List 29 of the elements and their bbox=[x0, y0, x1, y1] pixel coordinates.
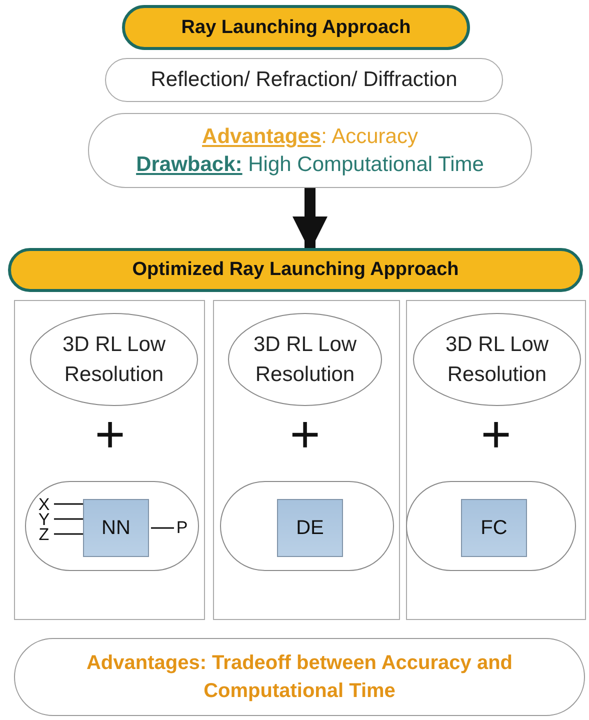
method-oval: 3D RL Low Resolution bbox=[228, 313, 382, 406]
axis-letter: X bbox=[36, 495, 52, 513]
model-box: DE bbox=[277, 499, 343, 557]
text-pill: Reflection/ Refraction/ Diffraction bbox=[105, 58, 503, 102]
column-panel bbox=[213, 300, 400, 620]
plus-sign: + bbox=[290, 409, 320, 461]
connector-line bbox=[54, 503, 83, 505]
capsule-frame bbox=[406, 481, 576, 571]
plus-sign: + bbox=[94, 409, 126, 461]
pill-text-line: Drawback: High Computational Time bbox=[136, 152, 484, 178]
capsule-frame bbox=[25, 481, 199, 571]
plus-sign: + bbox=[480, 409, 512, 461]
capsule-frame bbox=[220, 481, 394, 571]
column-panel bbox=[14, 300, 205, 620]
axis-letter: Z bbox=[36, 525, 52, 543]
method-oval: 3D RL Low Resolution bbox=[413, 313, 581, 406]
connector-line bbox=[54, 533, 83, 535]
summary-pill: Advantages: Tradeoff between Accuracy and Computational Time bbox=[14, 638, 585, 716]
method-oval: 3D RL Low Resolution bbox=[30, 313, 198, 406]
axis-letter: P bbox=[174, 518, 190, 536]
column-panel bbox=[406, 300, 586, 620]
title-banner: Ray Launching Approach bbox=[122, 5, 470, 50]
title-banner: Optimized Ray Launching Approach bbox=[8, 248, 583, 292]
axis-letter: Y bbox=[36, 510, 52, 528]
model-box: NN bbox=[83, 499, 149, 557]
pill-text-line: Advantages: Accuracy bbox=[202, 124, 418, 150]
model-box: FC bbox=[461, 499, 527, 557]
connector-line bbox=[54, 518, 83, 520]
connector-line bbox=[151, 527, 174, 529]
